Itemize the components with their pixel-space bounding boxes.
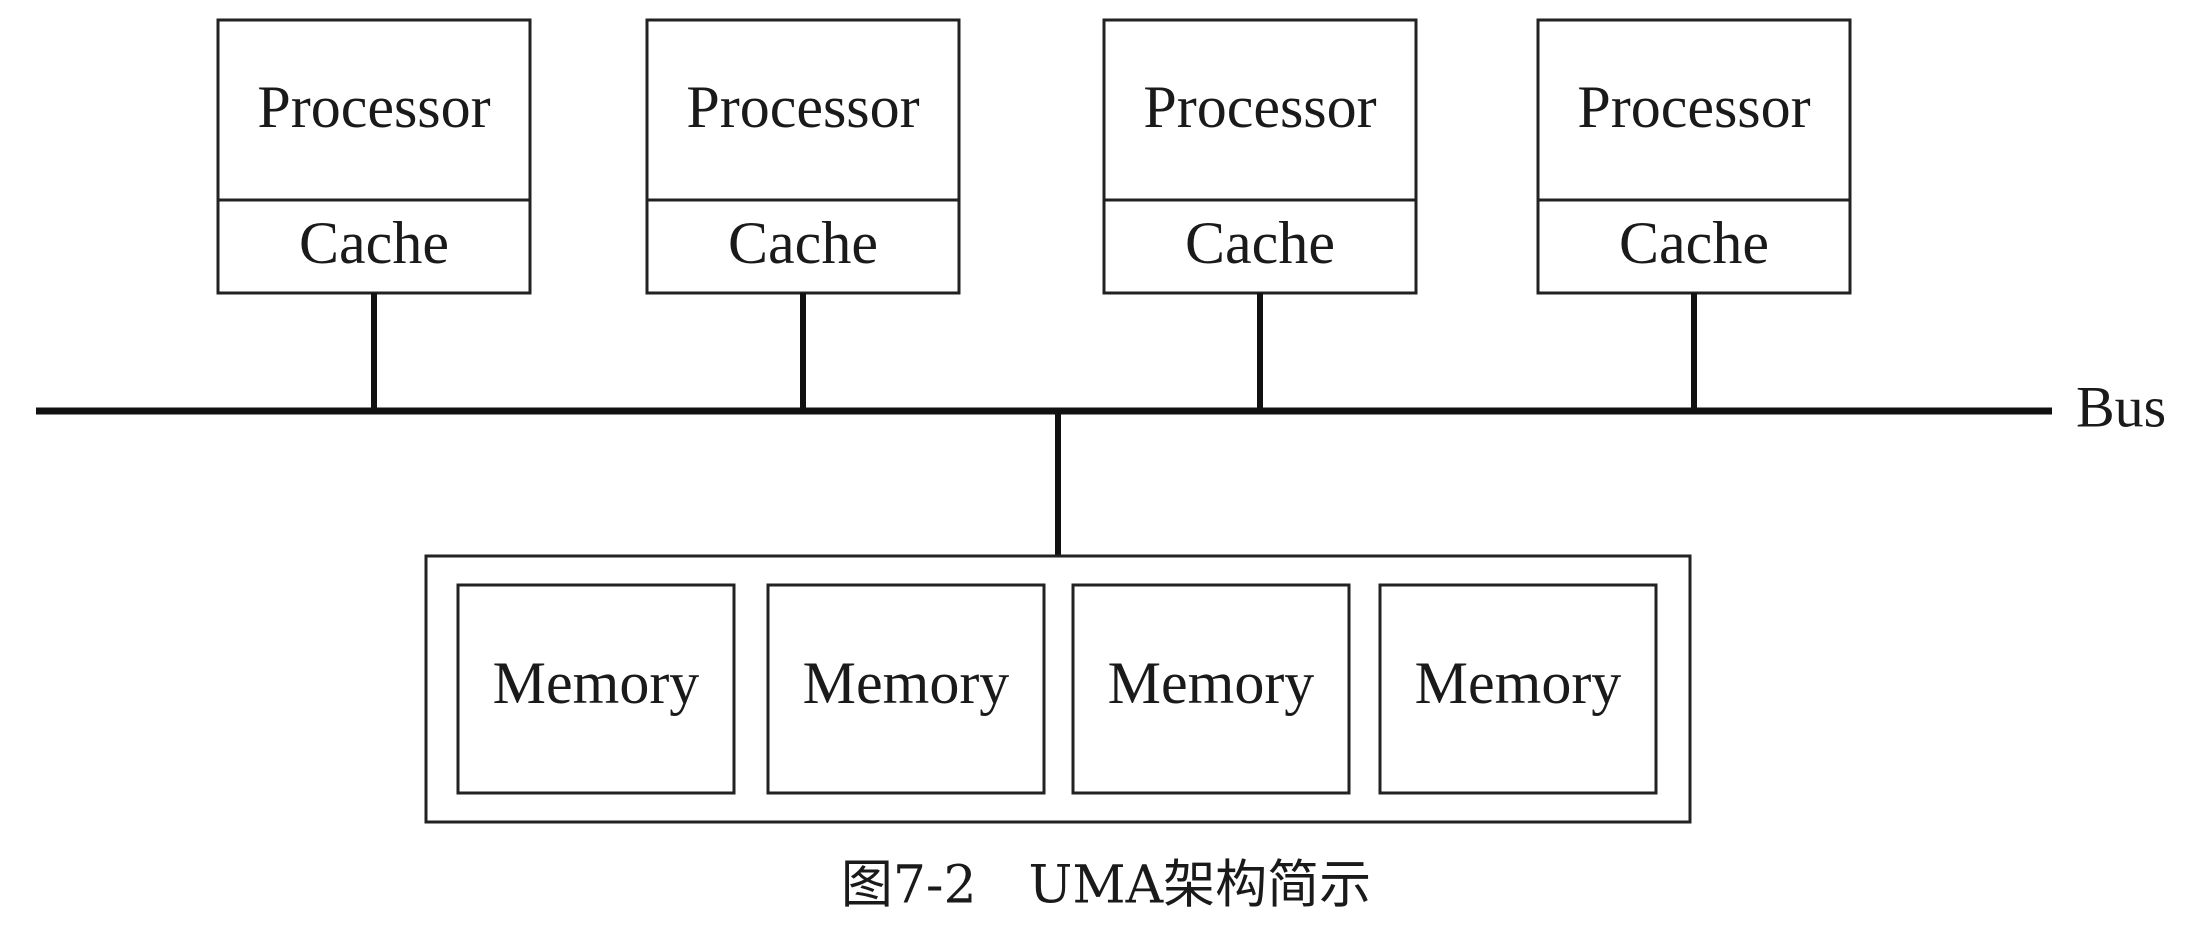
processor-label: Processor [1577,74,1810,140]
memory-module-box [456,583,736,795]
memory-module-label: Memory [1108,650,1315,716]
processor-label: Processor [1143,74,1376,140]
processor-unit-3: Processor Cache [1102,18,1418,295]
processor-label: Processor [257,74,490,140]
processor-unit-2: Processor Cache [645,18,961,295]
processor-unit-1: Processor Cache [216,18,532,295]
bus-label: Bus [2076,374,2166,439]
memory-module-box [766,583,1046,795]
memory-subsystem: Memory Memory Memory Memory [424,554,1692,824]
memory-module-label: Memory [803,650,1010,716]
memory-module-label: Memory [1415,650,1622,716]
memory-module-box [1071,583,1351,795]
processor-label: Processor [686,74,919,140]
cache-label: Cache [728,210,878,276]
cache-label: Cache [299,210,449,276]
memory-module-box [1378,583,1658,795]
figure-caption: 图7-2 UMA架构简示 [841,856,1371,916]
cache-label: Cache [1185,210,1335,276]
cache-label: Cache [1619,210,1769,276]
memory-container [424,554,1692,824]
memory-module-label: Memory [493,650,700,716]
processor-unit-4: Processor Cache [1536,18,1852,295]
